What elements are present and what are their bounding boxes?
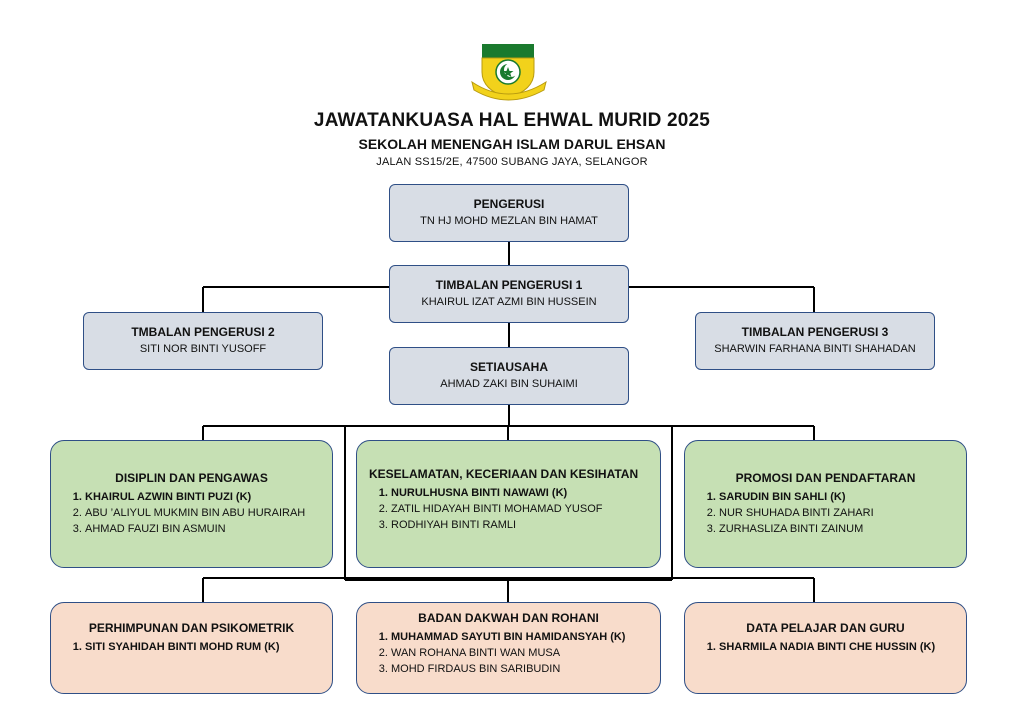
unit-title: DISIPLIN DAN PENGAWAS: [115, 471, 268, 485]
unit-title: DATA PELAJAR DAN GURU: [746, 621, 905, 635]
unit-data: DATA PELAJAR DAN GURU SHARMILA NADIA BIN…: [684, 602, 967, 694]
chair-name: TN HJ MOHD MEZLAN BIN HAMAT: [420, 215, 598, 227]
secretary-role: SETIAUSAHA: [469, 360, 548, 374]
unit-perhimpunan: PERHIMPUNAN DAN PSIKOMETRIK SITI SYAHIDA…: [50, 602, 333, 694]
vice-chair-1-name: KHAIRUL IZAT AZMI BIN HUSSEIN: [421, 296, 597, 308]
unit-title: KESELAMATAN, KECERIAAN DAN KESIHATAN: [369, 467, 639, 481]
vice-chair-3-name: SHARWIN FARHANA BINTI SHAHADAN: [714, 343, 916, 355]
unit-member: NURULHUSNA BINTI NAWAWI (K): [391, 485, 648, 501]
unit-member: RODHIYAH BINTI RAMLI: [391, 517, 648, 533]
secretary-box: SETIAUSAHA AHMAD ZAKI BIN SUHAIMI: [389, 347, 629, 405]
unit-member: ZATIL HIDAYAH BINTI MOHAMAD YUSOF: [391, 501, 648, 517]
vice-chair-3-role: TIMBALAN PENGERUSI 3: [741, 325, 889, 339]
unit-title: PERHIMPUNAN DAN PSIKOMETRIK: [88, 621, 295, 635]
unit-member: SARUDIN BIN SAHLI (K): [719, 489, 954, 505]
unit-member: KHAIRUL AZWIN BINTI PUZI (K): [85, 489, 320, 505]
vice-chair-1-role: TIMBALAN PENGERUSI 1: [435, 278, 583, 292]
secretary-name: AHMAD ZAKI BIN SUHAIMI: [440, 378, 578, 390]
unit-keselamatan: KESELAMATAN, KECERIAAN DAN KESIHATAN NUR…: [356, 440, 661, 568]
unit-member: WAN ROHANA BINTI WAN MUSA: [391, 645, 648, 661]
school-name: SEKOLAH MENENGAH ISLAM DARUL EHSAN: [358, 136, 666, 152]
page-title: JAWATANKUASA HAL EHWAL MURID 2025: [313, 110, 711, 131]
unit-member: MOHD FIRDAUS BIN SARIBUDIN: [391, 661, 648, 677]
unit-member: SHARMILA NADIA BINTI CHE HUSSIN (K): [719, 639, 954, 655]
vice-chair-2-name: SITI NOR BINTI YUSOFF: [139, 343, 267, 355]
chair-box: PENGERUSI TN HJ MOHD MEZLAN BIN HAMAT: [389, 184, 629, 242]
school-logo: [471, 44, 547, 101]
unit-member: MUHAMMAD SAYUTI BIN HAMIDANSYAH (K): [391, 629, 648, 645]
unit-title: BADAN DAKWAH DAN ROHANI: [418, 611, 599, 625]
chair-role: PENGERUSI: [473, 197, 545, 211]
unit-member: NUR SHUHADA BINTI ZAHARI: [719, 505, 954, 521]
vice-chair-3-box: TIMBALAN PENGERUSI 3 SHARWIN FARHANA BIN…: [695, 312, 935, 370]
unit-disiplin: DISIPLIN DAN PENGAWAS KHAIRUL AZWIN BINT…: [50, 440, 333, 568]
unit-title: PROMOSI DAN PENDAFTARAN: [735, 471, 916, 485]
school-address: JALAN SS15/2E, 47500 SUBANG JAYA, SELANG…: [376, 156, 648, 168]
unit-member: AHMAD FAUZI BIN ASMUIN: [85, 521, 320, 537]
unit-member: ABU ’ALIYUL MUKMIN BIN ABU HURAIRAH: [85, 505, 320, 521]
vice-chair-2-role: TMBALAN PENGERUSI 2: [131, 325, 275, 339]
unit-member: SITI SYAHIDAH BINTI MOHD RUM (K): [85, 639, 320, 655]
vice-chair-1-box: TIMBALAN PENGERUSI 1 KHAIRUL IZAT AZMI B…: [389, 265, 629, 323]
vice-chair-2-box: TMBALAN PENGERUSI 2 SITI NOR BINTI YUSOF…: [83, 312, 323, 370]
unit-dakwah: BADAN DAKWAH DAN ROHANI MUHAMMAD SAYUTI …: [356, 602, 661, 694]
unit-promosi: PROMOSI DAN PENDAFTARAN SARUDIN BIN SAHL…: [684, 440, 967, 568]
unit-member: ZURHASLIZA BINTI ZAINUM: [719, 521, 954, 537]
